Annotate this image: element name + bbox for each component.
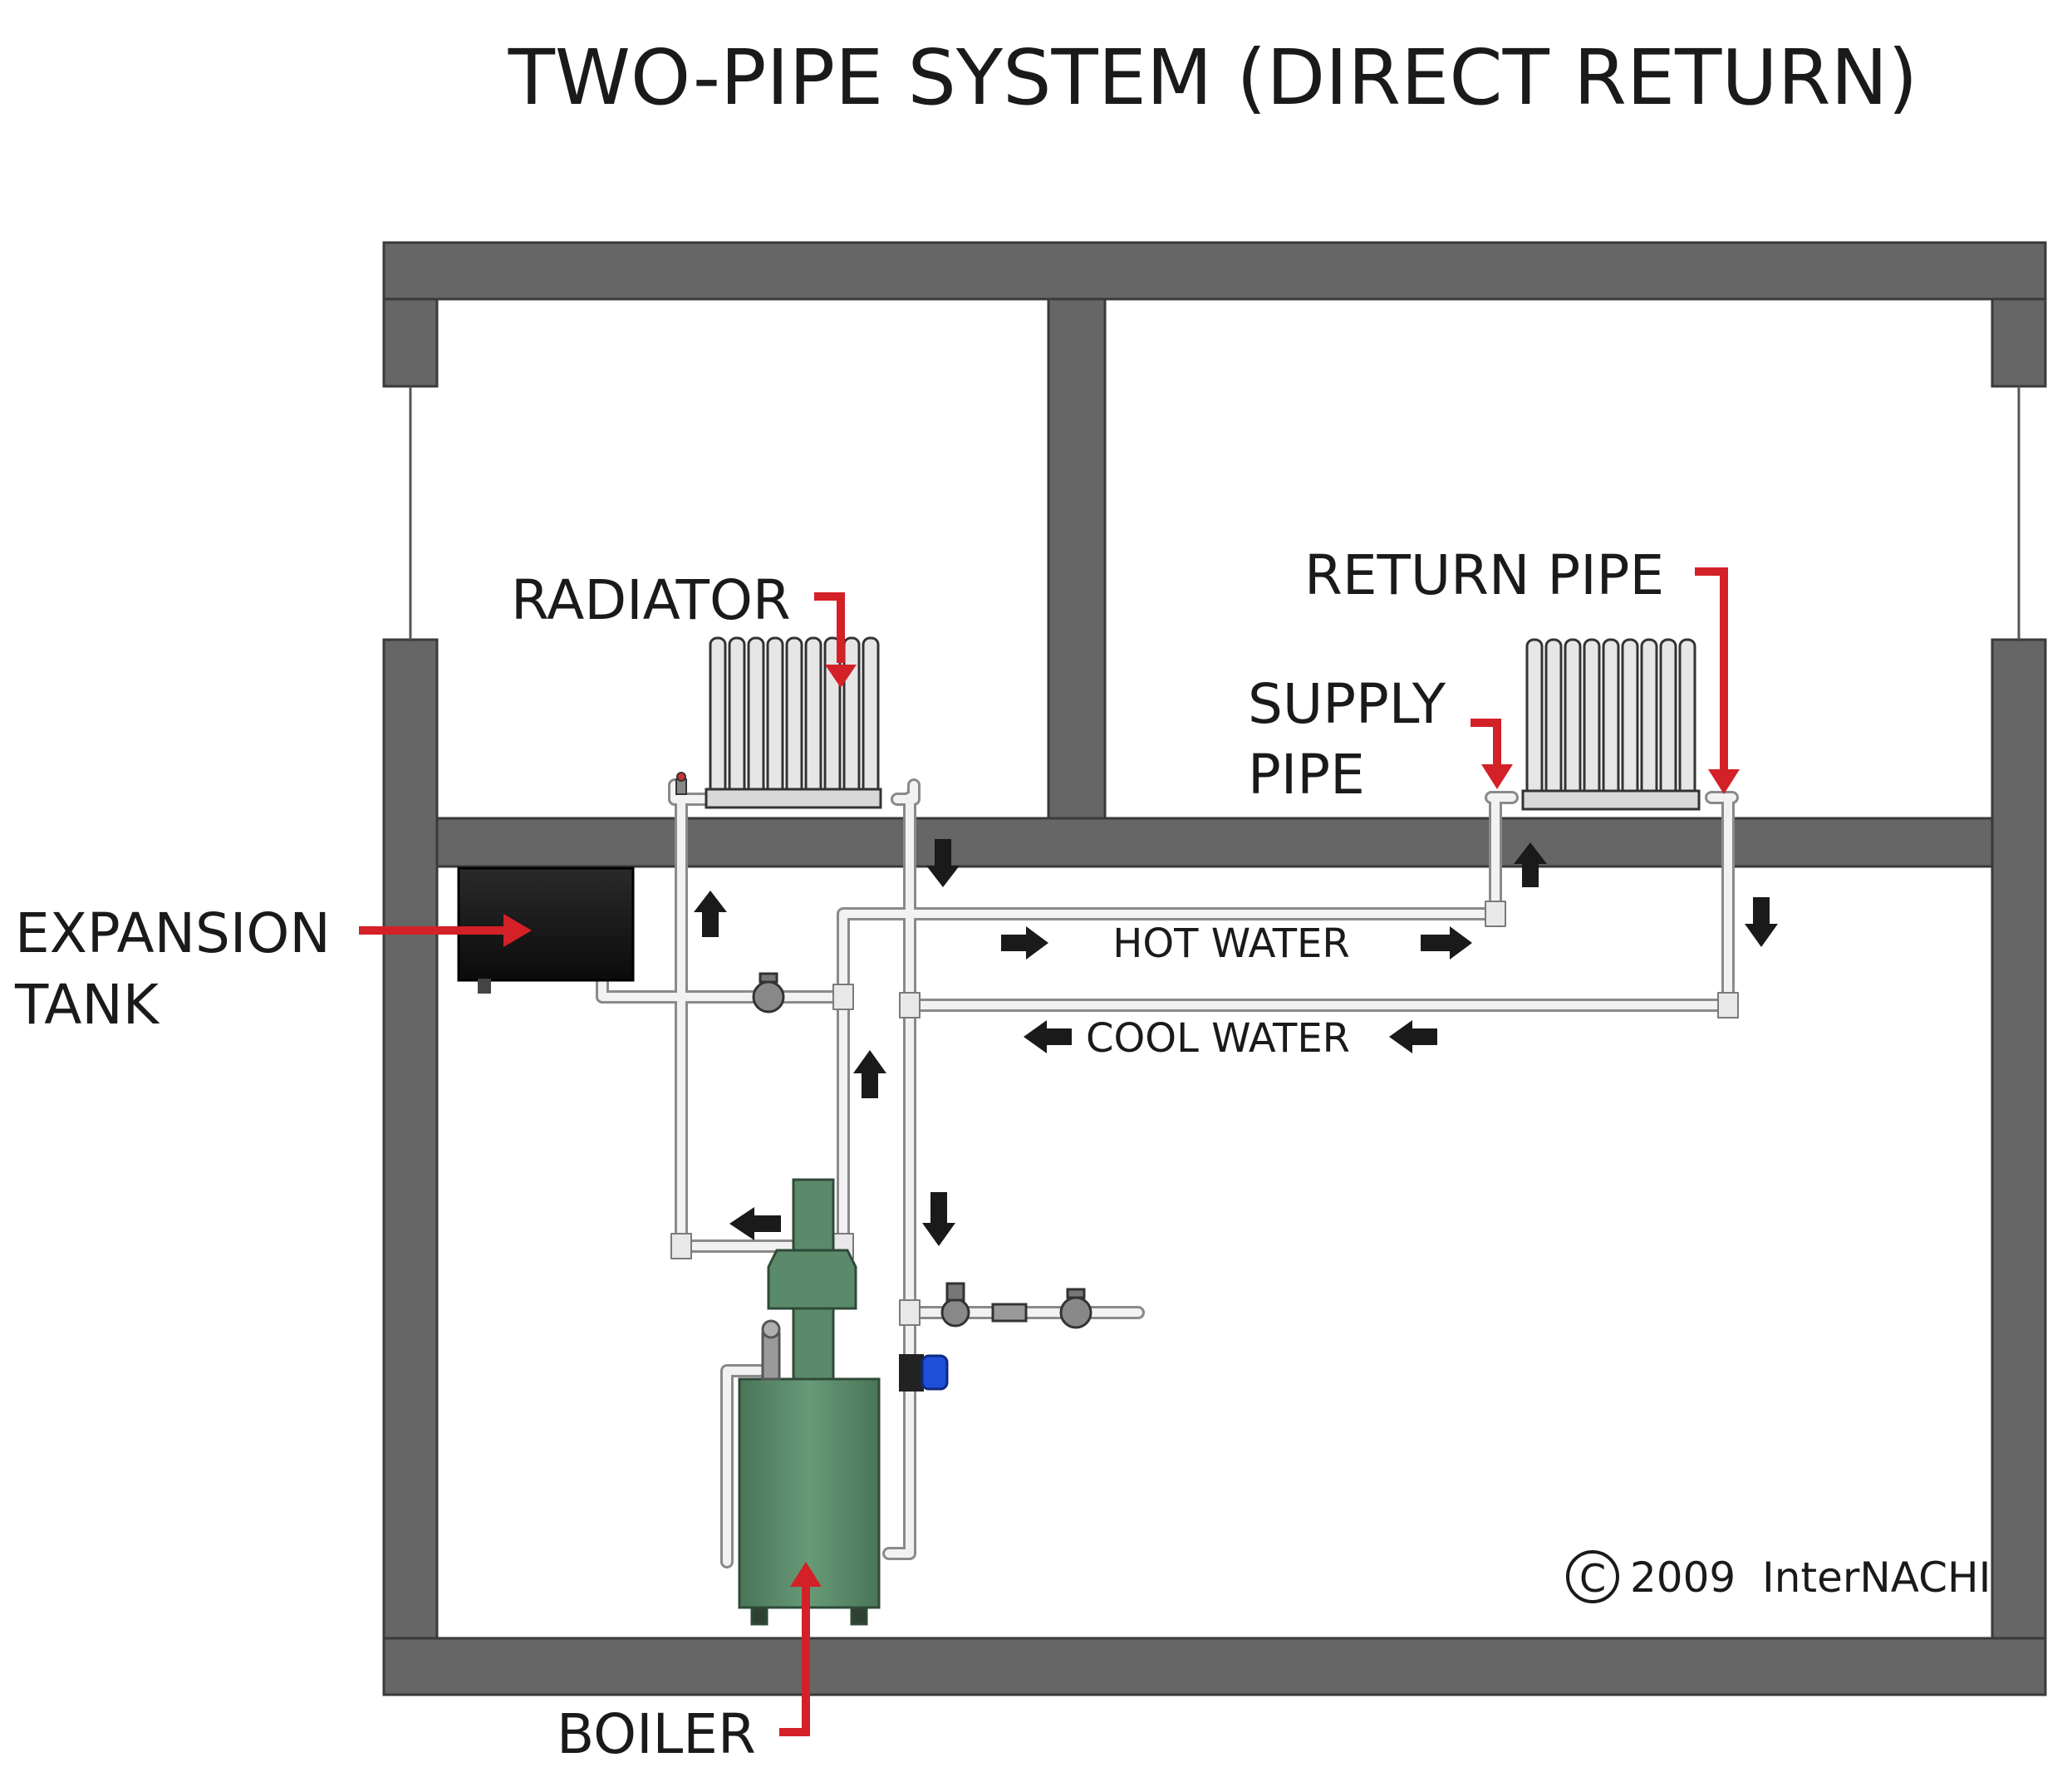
- first-floor-slab: [435, 817, 1994, 868]
- relief-valve: [761, 1332, 781, 1381]
- diagram-title: TWO-PIPE SYSTEM (DIRECT RETURN): [508, 33, 1918, 122]
- right-wall-lower: [1991, 638, 2047, 1642]
- expansion-tank: [457, 866, 635, 994]
- flow-arrow-right-icon: [1001, 926, 1048, 960]
- callout-arrows: [359, 567, 1728, 1736]
- radiator-right: [1521, 638, 1701, 811]
- circulator-pump: [899, 1354, 949, 1392]
- flow-arrow-down-icon: [926, 839, 960, 887]
- radiator-left: [705, 636, 882, 809]
- hot-water-label: HOT WATER: [1112, 920, 1349, 967]
- flow-arrow-up-icon: [1514, 842, 1547, 887]
- tank-line-valve: [752, 980, 785, 1014]
- return-pipe-callout-arrowhead-icon: [1708, 769, 1740, 794]
- supply-pipe-label-line2: PIPE: [1248, 743, 1365, 807]
- boiler-draft-hood: [767, 1249, 857, 1310]
- flow-arrows: [694, 839, 1778, 1246]
- left-wall-lower: [382, 638, 439, 1642]
- copyright-notice: C 2009 InterNACHI: [1566, 1550, 1991, 1603]
- left-wall-upper: [382, 297, 439, 388]
- basement-floor: [382, 1637, 2047, 1696]
- copyright-text: 2009 InterNACHI: [1630, 1554, 1991, 1602]
- return-pipe-label: RETURN PIPE: [1304, 543, 1664, 607]
- feed-valve-1: [940, 1298, 970, 1328]
- callout-arrowheads: [503, 665, 1740, 1587]
- interior-partition: [1047, 297, 1107, 820]
- radiator-callout-arrowhead-icon: [825, 665, 857, 688]
- expansion-tank-callout-arrowhead-icon: [503, 914, 532, 947]
- flow-arrow-down-icon: [922, 1192, 955, 1246]
- expansion-tank-label-line1: EXPANSION: [15, 901, 331, 965]
- copyright-icon: [1566, 1550, 1619, 1603]
- boiler-label: BOILER: [557, 1702, 756, 1766]
- cool-water-label: COOL WATER: [1086, 1015, 1350, 1062]
- supply-pipe-callout-arrowhead-icon: [1481, 764, 1513, 789]
- radiator-label: RADIATOR: [511, 568, 791, 632]
- radiator-callout-arrow: [814, 592, 845, 663]
- supply-pipe-label-line1: SUPPLY: [1248, 672, 1446, 736]
- feed-valve-2: [1059, 1296, 1092, 1329]
- valves: [752, 972, 1092, 1329]
- boiler-callout-arrow: [779, 1583, 810, 1736]
- return-pipe-callout-arrow: [1695, 567, 1728, 773]
- supply-pipe-callout-arrow: [1471, 719, 1501, 766]
- flow-arrow-up-icon: [694, 891, 727, 937]
- piping: [596, 778, 1739, 1568]
- flow-arrow-down-icon: [1745, 897, 1778, 947]
- radiator-left-valve: [675, 772, 687, 795]
- expansion-tank-label-line2: TANK: [14, 973, 160, 1037]
- flow-arrow-left-icon: [1024, 1020, 1072, 1053]
- copyright-symbol: C: [1579, 1556, 1606, 1601]
- flow-arrow-right-icon: [1421, 926, 1472, 960]
- right-wall-upper: [1991, 297, 2047, 388]
- flow-arrow-left-icon: [729, 1207, 781, 1240]
- flow-arrow-left-icon: [1389, 1020, 1437, 1053]
- flow-arrow-up-icon: [853, 1050, 886, 1098]
- roof-beam: [382, 241, 2047, 301]
- boiler-callout-arrowhead-icon: [790, 1562, 822, 1587]
